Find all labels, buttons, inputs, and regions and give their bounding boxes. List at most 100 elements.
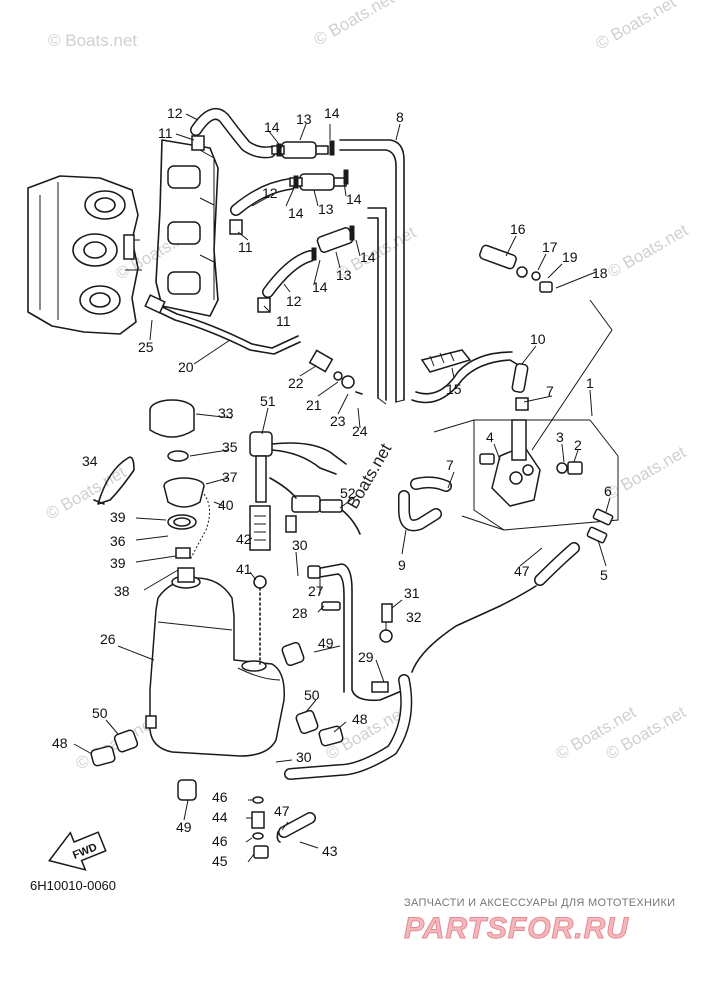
- check-valve-13-upper: [271, 140, 335, 159]
- fittings-48-49-50: [90, 641, 344, 801]
- pump-assembly-box: [433, 299, 619, 531]
- callout-labels: 12 11 14 13 14 8 12 14 13 14 11 13 14 14…: [52, 105, 612, 869]
- callout-11: 11: [158, 125, 173, 141]
- callout-3: 3: [556, 429, 564, 445]
- callout-12: 12: [262, 185, 278, 201]
- callout-29: 29: [358, 649, 374, 665]
- watermark-text: © Boats.net: [593, 0, 680, 53]
- engine-block: [27, 175, 142, 335]
- leader-lines: [73, 113, 611, 863]
- callout-9: 9: [398, 557, 406, 573]
- callout-18: 18: [592, 265, 608, 281]
- callout-42: 42: [236, 531, 252, 547]
- callout-13: 13: [336, 267, 352, 283]
- callout-14: 14: [264, 119, 280, 135]
- callout-14: 14: [324, 105, 340, 121]
- oil-level-gauge: [249, 431, 347, 665]
- hose-47-right: [411, 542, 580, 673]
- callout-13: 13: [318, 201, 334, 217]
- callout-12: 12: [167, 105, 183, 121]
- callout-39: 39: [110, 509, 126, 525]
- callout-11: 11: [238, 239, 253, 255]
- oil-tank-26: [145, 567, 285, 757]
- watermark-text: © Boats.net: [48, 31, 137, 50]
- callout-15: 15: [446, 381, 462, 397]
- callout-47: 47: [274, 803, 290, 819]
- callout-41: 41: [236, 561, 252, 577]
- parts-16-19: [479, 244, 553, 293]
- oil-pump: [479, 397, 541, 507]
- callout-21: 21: [306, 397, 322, 413]
- callout-5: 5: [600, 567, 608, 583]
- callout-14: 14: [288, 205, 304, 221]
- callout-50: 50: [304, 687, 320, 703]
- callout-50: 50: [92, 705, 108, 721]
- callout-45: 45: [212, 853, 228, 869]
- callout-44: 44: [212, 809, 228, 825]
- callout-28: 28: [292, 605, 308, 621]
- callout-12: 12: [286, 293, 302, 309]
- parts-2-3-5-6: [556, 461, 614, 544]
- callout-26: 26: [100, 631, 116, 647]
- callout-46: 46: [212, 833, 228, 849]
- partsfor-branding: ЗАПЧАСТИ И АКСЕССУАРЫ ДЛЯ МОТОТЕХНИКИ PA…: [404, 897, 676, 946]
- watermark-text: © Boats.net: [311, 0, 398, 49]
- callout-34: 34: [82, 453, 98, 469]
- callout-43: 43: [322, 843, 338, 859]
- callout-7: 7: [546, 383, 554, 399]
- parts-21-24: [308, 349, 363, 395]
- callout-51: 51: [260, 393, 276, 409]
- callout-17: 17: [542, 239, 558, 255]
- watermark-text: © Boats.net: [605, 220, 692, 281]
- callout-6: 6: [604, 483, 612, 499]
- callout-24: 24: [352, 423, 368, 439]
- callout-37: 37: [222, 469, 238, 485]
- callout-35: 35: [222, 439, 238, 455]
- connector-52: [269, 477, 361, 535]
- brand-logo: PARTSFOR.RU: [404, 912, 629, 945]
- callout-32: 32: [406, 609, 422, 625]
- check-valve-13-middle: [289, 169, 349, 191]
- callout-14: 14: [312, 279, 328, 295]
- hose-9: [398, 476, 452, 532]
- check-valve-13-lower: [311, 225, 355, 261]
- brand-tagline: ЗАПЧАСТИ И АКСЕССУАРЫ ДЛЯ МОТОТЕХНИКИ: [404, 897, 675, 909]
- part-15-block: [420, 349, 472, 373]
- callout-30: 30: [292, 537, 308, 553]
- callout-27: 27: [308, 583, 324, 599]
- hose-12-middle: [230, 178, 296, 216]
- watermark-text: © Boats.net: [603, 442, 690, 503]
- callout-19: 19: [562, 249, 578, 265]
- diagram-code: 6H10010-0060: [30, 878, 116, 893]
- callout-48: 48: [352, 711, 368, 727]
- hose-12-upper: [190, 108, 276, 159]
- callout-14: 14: [346, 191, 362, 207]
- callout-46: 46: [212, 789, 228, 805]
- callout-16: 16: [510, 221, 526, 237]
- callout-4: 4: [486, 429, 494, 445]
- callout-39: 39: [110, 555, 126, 571]
- callout-38: 38: [114, 583, 130, 599]
- callout-36: 36: [110, 533, 126, 549]
- callout-33: 33: [218, 405, 234, 421]
- filler-cap-assembly: [149, 399, 210, 561]
- callout-2: 2: [574, 437, 582, 453]
- callout-47: 47: [514, 563, 530, 579]
- callout-23: 23: [330, 413, 346, 429]
- callout-14: 14: [360, 249, 376, 265]
- oil-line-20: [144, 294, 301, 355]
- callout-25: 25: [138, 339, 154, 355]
- callout-30: 30: [296, 749, 312, 765]
- callout-1: 1: [586, 375, 594, 391]
- intake-manifold: [155, 139, 219, 317]
- callout-40: 40: [218, 497, 234, 513]
- callout-8: 8: [396, 109, 404, 125]
- callout-52: 52: [340, 485, 356, 501]
- callout-49: 49: [318, 635, 334, 651]
- callout-48: 48: [52, 735, 68, 751]
- hose-10: [411, 351, 529, 404]
- hose-27-29: [284, 563, 413, 780]
- callout-13: 13: [296, 111, 312, 127]
- forward-arrow: FWD: [48, 831, 107, 871]
